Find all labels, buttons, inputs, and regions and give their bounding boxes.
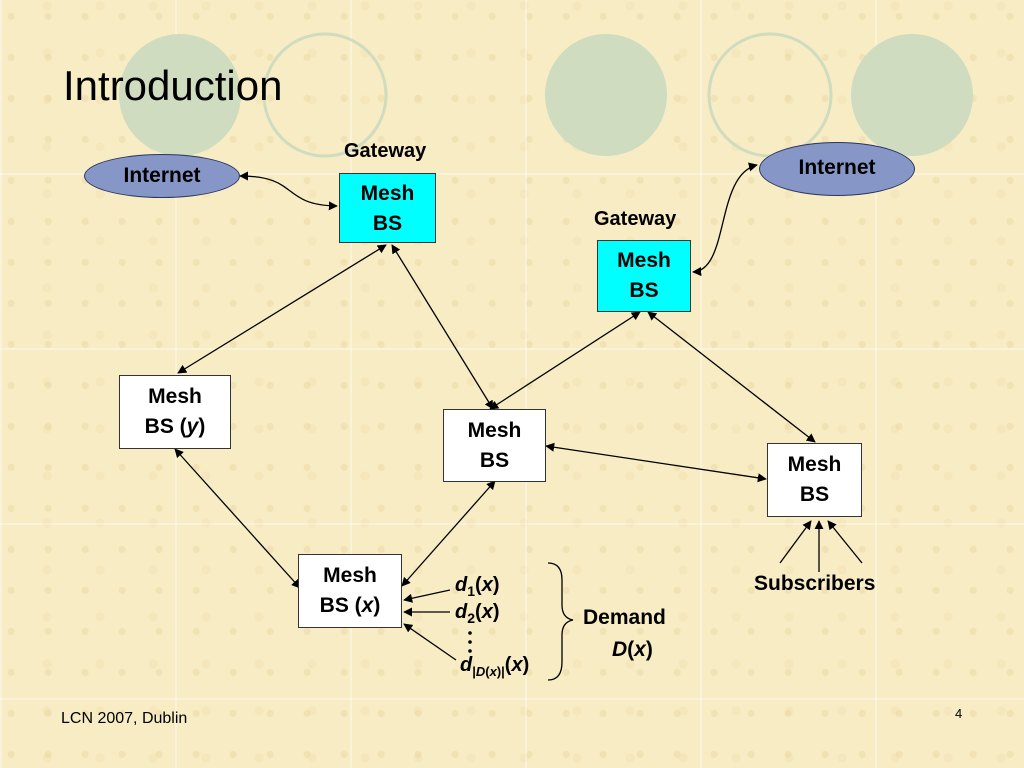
mesh-bs-x: Mesh BS (x) <box>298 554 402 628</box>
node-line1: Mesh <box>787 453 842 476</box>
node-line1: Mesh <box>617 249 671 272</box>
node-line2: BS <box>799 483 830 506</box>
node-line2: BS <box>479 449 510 472</box>
link-gateway1-bs-center <box>391 244 494 410</box>
arrow-demand-n <box>403 623 457 661</box>
demand-dn: d|D(x)|(x) <box>460 654 530 679</box>
mesh-bs-center: Mesh BS <box>443 409 546 482</box>
link-gateway1-bs-y <box>177 244 387 374</box>
demand-ellipsis <box>468 631 472 653</box>
decor-circle-2 <box>262 32 388 158</box>
demand-d2: d2(x) <box>455 601 500 626</box>
arrow-subscriber-3 <box>827 520 863 564</box>
arrow-subscriber-1 <box>779 520 812 564</box>
variable-y: y <box>186 415 199 438</box>
variable-x: x <box>361 594 374 617</box>
gateway-label-1: Gateway <box>344 140 427 162</box>
decor-circle-5 <box>851 34 973 156</box>
internet-right-label: Internet <box>798 156 876 179</box>
internet-left-label: Internet <box>123 164 201 187</box>
node-line1: Mesh <box>148 385 202 408</box>
node-line2: BS <box>372 212 403 235</box>
subscribers-label: Subscribers <box>754 572 876 595</box>
demand-label: Demand <box>583 606 666 629</box>
node-line1: Mesh <box>360 182 415 205</box>
demand-brace <box>547 562 574 681</box>
page-number: 4 <box>955 706 963 721</box>
internet-right: Internet <box>759 142 915 196</box>
mesh-bs-y: Mesh BS (y) <box>119 375 231 449</box>
link-gateway2-bs-right <box>647 311 816 443</box>
link-bs-y-bs-x <box>174 448 301 589</box>
node-line1: Mesh <box>467 419 522 442</box>
gateway-label-2: Gateway <box>594 208 677 230</box>
mesh-bs-right: Mesh BS <box>767 443 862 517</box>
arrow-demand-1 <box>403 589 451 603</box>
node-line2: BS (y) <box>144 415 206 438</box>
link-bs-center-bs-right <box>545 442 767 483</box>
link-internet-right-gateway2 <box>692 162 758 277</box>
gateway-mesh-bs-1: Mesh BS <box>339 173 436 243</box>
gateway-mesh-bs-2: Mesh BS <box>597 240 691 312</box>
page-title: Introduction <box>63 62 283 109</box>
link-bs-center-bs-x <box>401 480 496 587</box>
internet-left: Internet <box>84 154 240 198</box>
decor-circle-3 <box>545 34 667 156</box>
footer-text: LCN 2007, Dublin <box>61 710 188 727</box>
link-internet-left-gateway1 <box>239 171 338 211</box>
demand-set: D(x) <box>612 638 653 661</box>
demand-d1: d1(x) <box>455 574 500 599</box>
node-line2: BS <box>629 279 659 302</box>
node-line1: Mesh <box>323 564 377 587</box>
link-gateway2-bs-center <box>489 311 641 410</box>
decor-circle-1 <box>119 34 241 156</box>
node-line2: BS (x) <box>319 594 381 617</box>
